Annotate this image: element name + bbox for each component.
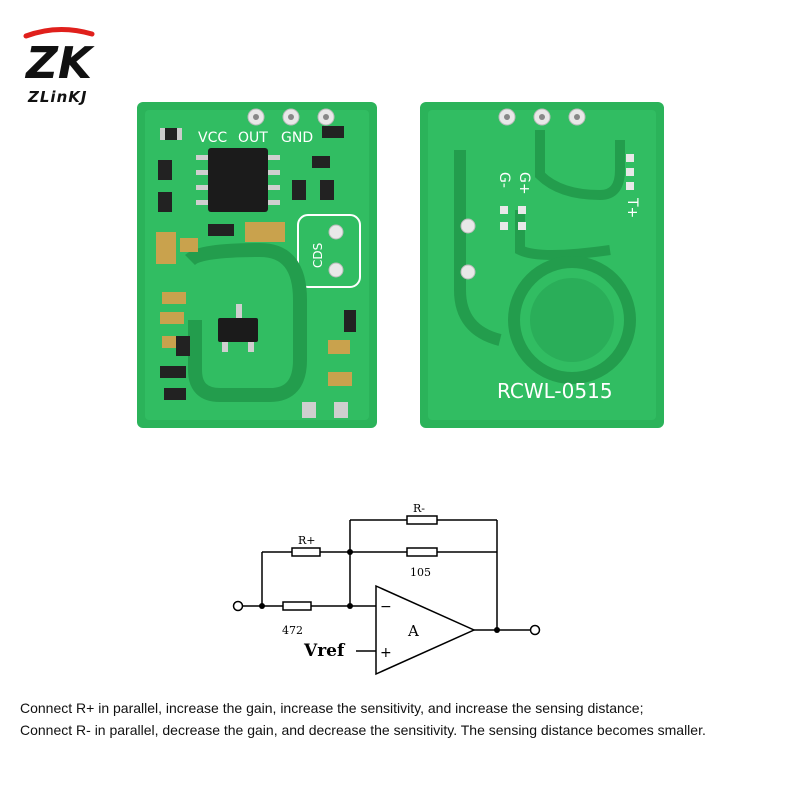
- amplifier-schematic: R+ R- 105 472 Vref A − +: [232, 502, 541, 676]
- pad-label-g-minus: G-: [496, 172, 512, 188]
- label-minus-input: −: [380, 599, 392, 615]
- resistor-472: [282, 601, 312, 611]
- brand-logo: ZK: [23, 26, 95, 89]
- label-vref: Vref: [303, 641, 346, 661]
- logo-swoosh-icon: [23, 26, 95, 39]
- ic-chip: [196, 148, 280, 212]
- antenna-trace: [185, 242, 307, 402]
- back-header-pads: [498, 108, 586, 126]
- cds-outline: [297, 214, 361, 288]
- label-r-plus: R+: [298, 534, 316, 547]
- front-board: VCC OUT GND CDS: [137, 102, 377, 428]
- resistor-105: [406, 547, 438, 557]
- transistor: [218, 304, 258, 352]
- label-472: 472: [282, 624, 303, 637]
- smd-components: [156, 126, 356, 418]
- label-r-minus: R-: [413, 502, 425, 515]
- brand-name: ZLinKJ: [28, 88, 88, 106]
- label-plus-input: +: [380, 645, 392, 661]
- pin-label-out: OUT: [238, 130, 268, 146]
- pad-label-t-plus: T+: [624, 197, 640, 218]
- input-terminal: [232, 600, 244, 612]
- header-pads: [247, 108, 335, 126]
- output-terminal: [529, 624, 541, 636]
- boards-photo: VCC OUT GND CDS: [137, 102, 664, 428]
- pin-label-gnd: GND: [281, 130, 313, 146]
- resistor-r-minus: [406, 515, 438, 525]
- caption-line-2: Connect R- in parallel, decrease the gai…: [20, 722, 706, 738]
- pin-label-vcc: VCC: [198, 130, 227, 146]
- schematic-wires: [243, 519, 530, 652]
- model-label: RCWL-0515: [497, 379, 613, 403]
- label-105: 105: [410, 566, 431, 579]
- pad-label-g-plus: G+: [516, 172, 532, 195]
- op-amp: [375, 584, 476, 676]
- caption-line-1: Connect R+ in parallel, increase the gai…: [20, 700, 644, 716]
- antenna-circle: [508, 256, 636, 384]
- cds-label: CDS: [311, 243, 325, 268]
- resistor-r-plus: [291, 547, 321, 557]
- logo-mark: ZK: [24, 38, 95, 89]
- label-amp-a: A: [407, 622, 419, 640]
- junction-dots: [259, 549, 500, 633]
- back-board: G- G+ T+ RCWL-0515: [420, 102, 664, 428]
